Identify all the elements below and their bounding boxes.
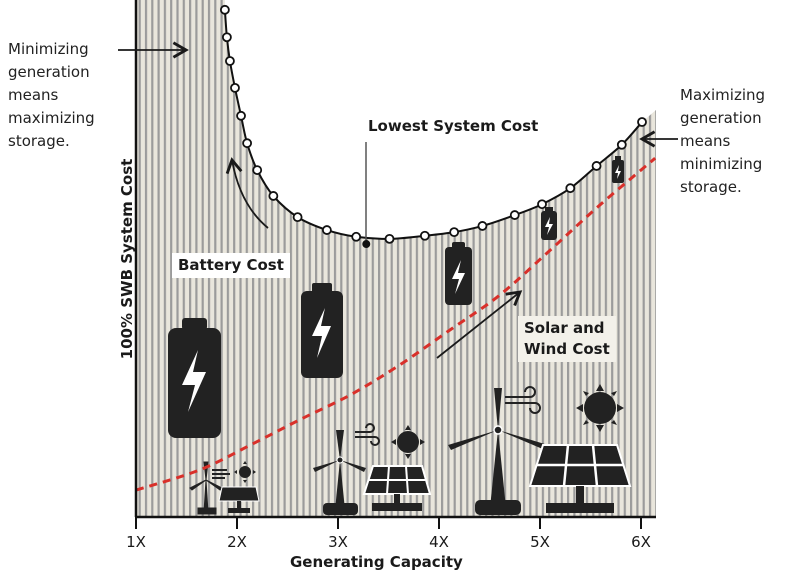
- cost-data-point: [221, 32, 232, 43]
- lowest-cost-label: Lowest System Cost: [368, 117, 539, 135]
- cost-data-point: [616, 139, 627, 150]
- solar-panel-icon: [528, 444, 632, 513]
- solar-wind-cost-line: [135, 157, 657, 492]
- lowest-cost-point: [362, 240, 371, 249]
- x-tick-label: 4X: [429, 533, 449, 551]
- battery-icon: [541, 207, 557, 240]
- cost-data-point: [537, 199, 547, 210]
- cost-data-point: [219, 4, 230, 15]
- cost-data-point: [565, 183, 576, 194]
- cost-data-point: [419, 230, 430, 241]
- solar-panel-icon: [218, 486, 260, 513]
- cost-data-point: [591, 161, 602, 171]
- cost-data-point: [236, 110, 246, 121]
- cost-data-point: [449, 227, 460, 238]
- cost-data-point: [252, 165, 263, 175]
- cost-data-point: [230, 82, 240, 93]
- cost-data-point: [242, 138, 253, 149]
- solar-wind-arrow: [436, 290, 523, 359]
- x-tick-label: 6X: [631, 533, 651, 551]
- cost-data-point: [509, 210, 520, 220]
- cost-data-point: [268, 191, 279, 201]
- cost-data-point: [351, 231, 362, 242]
- battery-cost-label: Battery Cost: [172, 253, 290, 278]
- cost-data-point: [225, 56, 235, 66]
- y-axis-label: 100% SWB System Cost: [118, 158, 136, 360]
- x-tick-label: 1X: [126, 533, 146, 551]
- battery-cost-arrow: [225, 157, 269, 229]
- sun-icon: [234, 384, 624, 483]
- solar-wind-cost-label: Solar and Wind Cost: [518, 316, 616, 362]
- battery-icon: [168, 318, 221, 438]
- x-tick-label: 3X: [328, 533, 348, 551]
- cost-data-point: [384, 233, 395, 244]
- wind-turbine-icon: [448, 388, 548, 515]
- wind-turbine-icon: [313, 430, 366, 515]
- left-annotation: Minimizing generation means maximizing s…: [8, 40, 95, 150]
- battery-icon: [612, 156, 624, 183]
- right-annotation: Maximizing generation means minimizing s…: [680, 86, 766, 196]
- cost-data-point: [637, 117, 647, 127]
- battery-icon: [445, 242, 472, 305]
- solar-panel-icon: [362, 465, 432, 511]
- cost-data-point: [292, 212, 303, 223]
- cost-data-point: [477, 221, 488, 231]
- x-tick-label: 5X: [530, 533, 550, 551]
- wind-gust-icon: [212, 386, 541, 479]
- cost-data-point: [321, 225, 332, 235]
- x-tick-label: 2X: [227, 533, 247, 551]
- x-axis-label: Generating Capacity: [290, 553, 463, 571]
- battery-icon: [301, 283, 343, 378]
